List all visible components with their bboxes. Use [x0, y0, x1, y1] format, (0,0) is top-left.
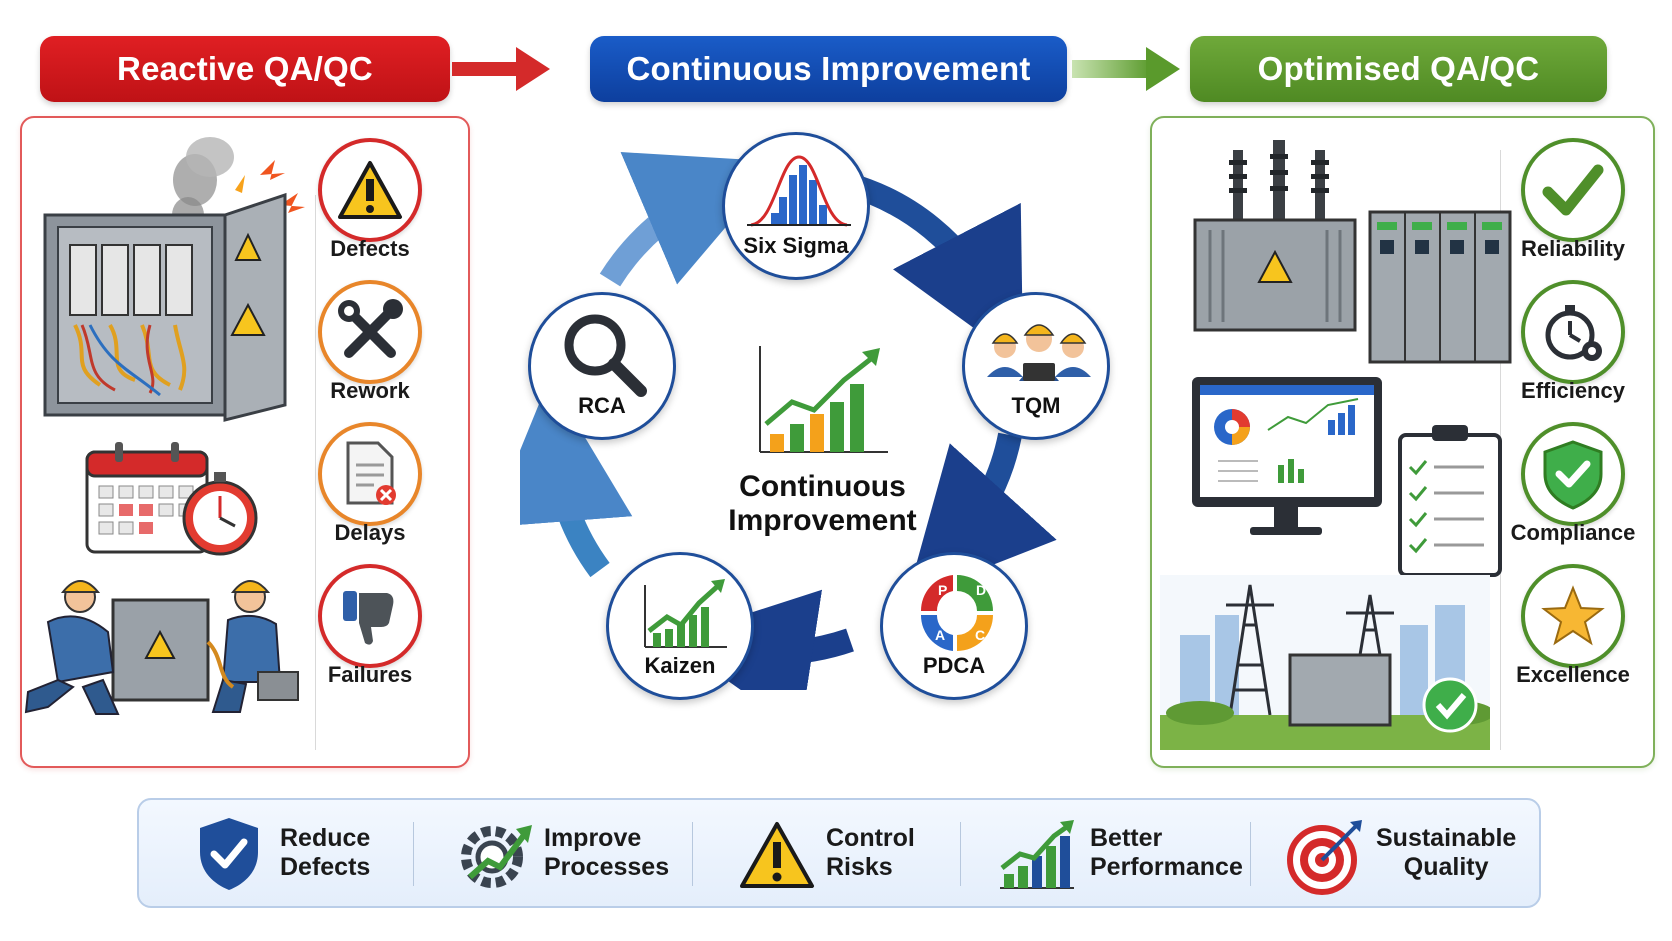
- star-icon: [1541, 585, 1605, 646]
- shield-check-icon: [1543, 440, 1603, 510]
- efficiency-label: Efficiency: [1521, 378, 1625, 403]
- benefit-line1: Improve: [544, 824, 642, 852]
- reliability-badge: [1521, 138, 1625, 242]
- benefit-line2: Performance: [1090, 853, 1243, 881]
- compliance-label: Compliance: [1510, 520, 1636, 545]
- defects-badge: [318, 138, 422, 242]
- center-growth-chart-icon: [759, 346, 888, 453]
- kaizen-label: Kaizen: [644, 653, 716, 678]
- tqm-node: TQM: [962, 292, 1110, 440]
- center-title-line1: Continuous: [739, 470, 906, 503]
- pdca-label: PDCA: [922, 653, 986, 678]
- benefit-separator: [413, 822, 414, 886]
- wrench-screwdriver-icon: [338, 299, 403, 358]
- defects-label: Defects: [330, 236, 410, 261]
- center-title: Continuous Improvement: [700, 470, 945, 538]
- kaizen-node: Kaizen: [606, 552, 754, 700]
- gear-growth-icon: [461, 825, 532, 888]
- improvement-cycle-arrows: [520, 152, 1057, 690]
- center-title-line2: Improvement: [728, 504, 917, 537]
- continuous-improvement-banner: Continuous Improvement: [590, 36, 1067, 102]
- warning-icon: [338, 161, 402, 219]
- benefit-separator: [692, 822, 693, 886]
- magnifier-icon: [564, 314, 647, 397]
- failures-label: Failures: [327, 662, 413, 687]
- benefit-line2: Quality: [1403, 853, 1489, 881]
- stopwatch-gear-icon: [1545, 305, 1602, 361]
- six-sigma-label: Six Sigma: [743, 233, 849, 258]
- pdca-letter-a: A: [935, 627, 945, 643]
- pdca-node: P D C A PDCA: [880, 552, 1028, 700]
- failures-badge: [318, 564, 422, 668]
- compliance-badge: [1521, 422, 1625, 526]
- benefit-line1: Better: [1090, 824, 1163, 852]
- benefit-separator: [960, 822, 961, 886]
- benefit-control-risks: Control Risks: [826, 824, 915, 882]
- benefit-separator: [1250, 822, 1251, 886]
- benefit-improve-processes: Improve Processes: [544, 824, 669, 882]
- green-arrow-icon: [1072, 47, 1180, 91]
- transformer-switchgear-illustration: [1193, 140, 1512, 364]
- benefit-reduce-defects: Reduce Defects: [280, 824, 370, 882]
- panel-divider: [315, 195, 316, 750]
- optimised-qaqc-banner: Optimised QA/QC: [1190, 36, 1607, 102]
- delays-label: Delays: [334, 520, 406, 545]
- dashboard-checklist-illustration: [1192, 377, 1502, 577]
- pdca-letter-c: C: [975, 627, 985, 643]
- rework-label: Rework: [330, 378, 410, 403]
- pdca-letter-p: P: [938, 582, 947, 598]
- team-icon: [987, 324, 1091, 381]
- document-error-icon: [346, 441, 396, 505]
- excellence-badge: [1521, 564, 1625, 668]
- pdca-letter-d: D: [976, 582, 986, 598]
- shield-check-icon: [200, 818, 258, 890]
- warning-icon: [740, 822, 814, 888]
- benefit-sustainable-quality: Sustainable Quality: [1376, 824, 1516, 882]
- substation-city-illustration: [1160, 575, 1490, 750]
- tqm-label: TQM: [1011, 393, 1061, 418]
- damaged-electrical-cabinet-illustration: [43, 137, 305, 422]
- checkmark-icon: [1542, 164, 1604, 216]
- pdca-cycle-icon: P D C A: [920, 575, 993, 651]
- rca-node: RCA: [528, 292, 676, 440]
- six-sigma-node: Six Sigma: [722, 132, 870, 280]
- excellence-label: Excellence: [1516, 662, 1630, 687]
- bar-growth-icon: [1000, 820, 1074, 889]
- reliability-label: Reliability: [1521, 236, 1625, 261]
- benefit-better-performance: Better Performance: [1090, 824, 1243, 882]
- efficiency-badge: [1521, 280, 1625, 384]
- thumbs-down-icon: [343, 591, 394, 645]
- reactive-qaqc-banner: Reactive QA/QC: [40, 36, 450, 102]
- target-icon: [1287, 820, 1362, 895]
- bell-curve-icon: [747, 155, 851, 227]
- red-arrow-icon: [452, 47, 550, 91]
- workers-repairing-illustration: [24, 580, 299, 715]
- benefit-line2: Defects: [280, 853, 371, 881]
- delays-badge: [318, 422, 422, 526]
- benefit-line1: Reduce: [280, 824, 371, 852]
- benefit-line1: Sustainable: [1376, 824, 1517, 852]
- rca-label: RCA: [578, 393, 626, 418]
- growth-chart-icon: [644, 579, 727, 648]
- benefit-line2: Risks: [826, 853, 893, 881]
- delayed-schedule-illustration: [85, 442, 258, 556]
- benefit-line2: Processes: [544, 853, 670, 881]
- rework-badge: [318, 280, 422, 384]
- benefit-line1: Control: [826, 824, 915, 852]
